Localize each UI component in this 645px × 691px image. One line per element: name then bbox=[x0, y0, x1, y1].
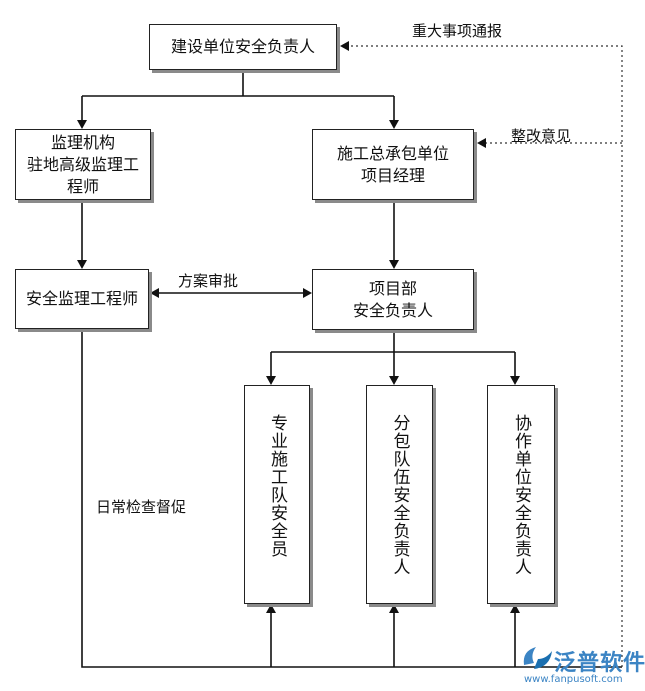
edge-daily-inspection bbox=[81, 330, 622, 668]
fanpu-logo: 泛普软件 www.fanpusoft.com bbox=[518, 643, 645, 691]
logo-url: www.fanpusoft.com bbox=[524, 674, 623, 685]
edge-construction-to-branch bbox=[81, 70, 395, 122]
arrowhead-up-team1 bbox=[266, 604, 276, 613]
arrowhead-rectification bbox=[477, 138, 486, 148]
arrowhead-plan-left bbox=[150, 288, 159, 298]
logo-name: 泛普软件 bbox=[554, 651, 645, 676]
construction-unit-label: 建设单位安全负责人 bbox=[170, 37, 315, 56]
daily-inspection-label: 日常检查督促 bbox=[96, 498, 187, 516]
project-dept-box: 项目部 安全负责人 bbox=[312, 269, 474, 330]
plan-review-label: 方案审批 bbox=[178, 272, 239, 290]
subcontract-safety-box: 分包队伍安全负责人 bbox=[366, 385, 433, 604]
rectification-label: 整改意见 bbox=[511, 127, 572, 145]
arrowhead-to-supervision bbox=[77, 120, 87, 129]
logo-mark-icon bbox=[523, 647, 552, 669]
arrowhead-to-team1 bbox=[266, 376, 276, 385]
subcontract-safety-label: 分包队伍安全负责人 bbox=[389, 414, 410, 576]
arrowhead-to-project bbox=[389, 260, 399, 269]
partner-safety-box: 协作单位安全负责人 bbox=[487, 385, 555, 604]
safety-engineer-label: 安全监理工程师 bbox=[25, 289, 138, 308]
general-contractor-box: 施工总承包单位 项目经理 bbox=[312, 129, 474, 200]
arrowhead-plan-right bbox=[303, 288, 312, 298]
supervision-org-line2: 驻地高级监理工 bbox=[26, 154, 139, 174]
supervision-org-line1: 监理机构 bbox=[50, 132, 115, 152]
supervision-org-box: 监理机构 驻地高级监理工 程师 bbox=[15, 129, 151, 200]
project-dept-line2: 安全负责人 bbox=[352, 300, 433, 320]
general-contractor-line2: 项目经理 bbox=[360, 165, 425, 185]
arrowhead-to-team2 bbox=[389, 376, 399, 385]
team-safety-officer-label: 专业施工队安全员 bbox=[267, 414, 287, 558]
project-dept-line1: 项目部 bbox=[368, 278, 417, 298]
supervision-org-line3: 程师 bbox=[66, 176, 99, 196]
arrowhead-to-contractor bbox=[389, 120, 399, 129]
edge-dotted-right bbox=[347, 45, 623, 667]
arrowhead-to-team3 bbox=[510, 376, 520, 385]
arrowhead-major-report bbox=[340, 41, 349, 51]
arrowhead-to-engineer bbox=[77, 260, 87, 269]
team-safety-officer-box: 专业施工队安全员 bbox=[244, 385, 310, 604]
arrowhead-up-team2 bbox=[389, 604, 399, 613]
arrowhead-up-team3 bbox=[510, 604, 520, 613]
edge-project-to-teams bbox=[270, 330, 516, 377]
major-report-label: 重大事项通报 bbox=[412, 22, 503, 40]
partner-safety-label: 协作单位安全负责人 bbox=[511, 414, 531, 576]
construction-unit-box: 建设单位安全负责人 bbox=[149, 24, 337, 70]
general-contractor-line1: 施工总承包单位 bbox=[336, 143, 449, 163]
safety-engineer-box: 安全监理工程师 bbox=[15, 269, 149, 329]
